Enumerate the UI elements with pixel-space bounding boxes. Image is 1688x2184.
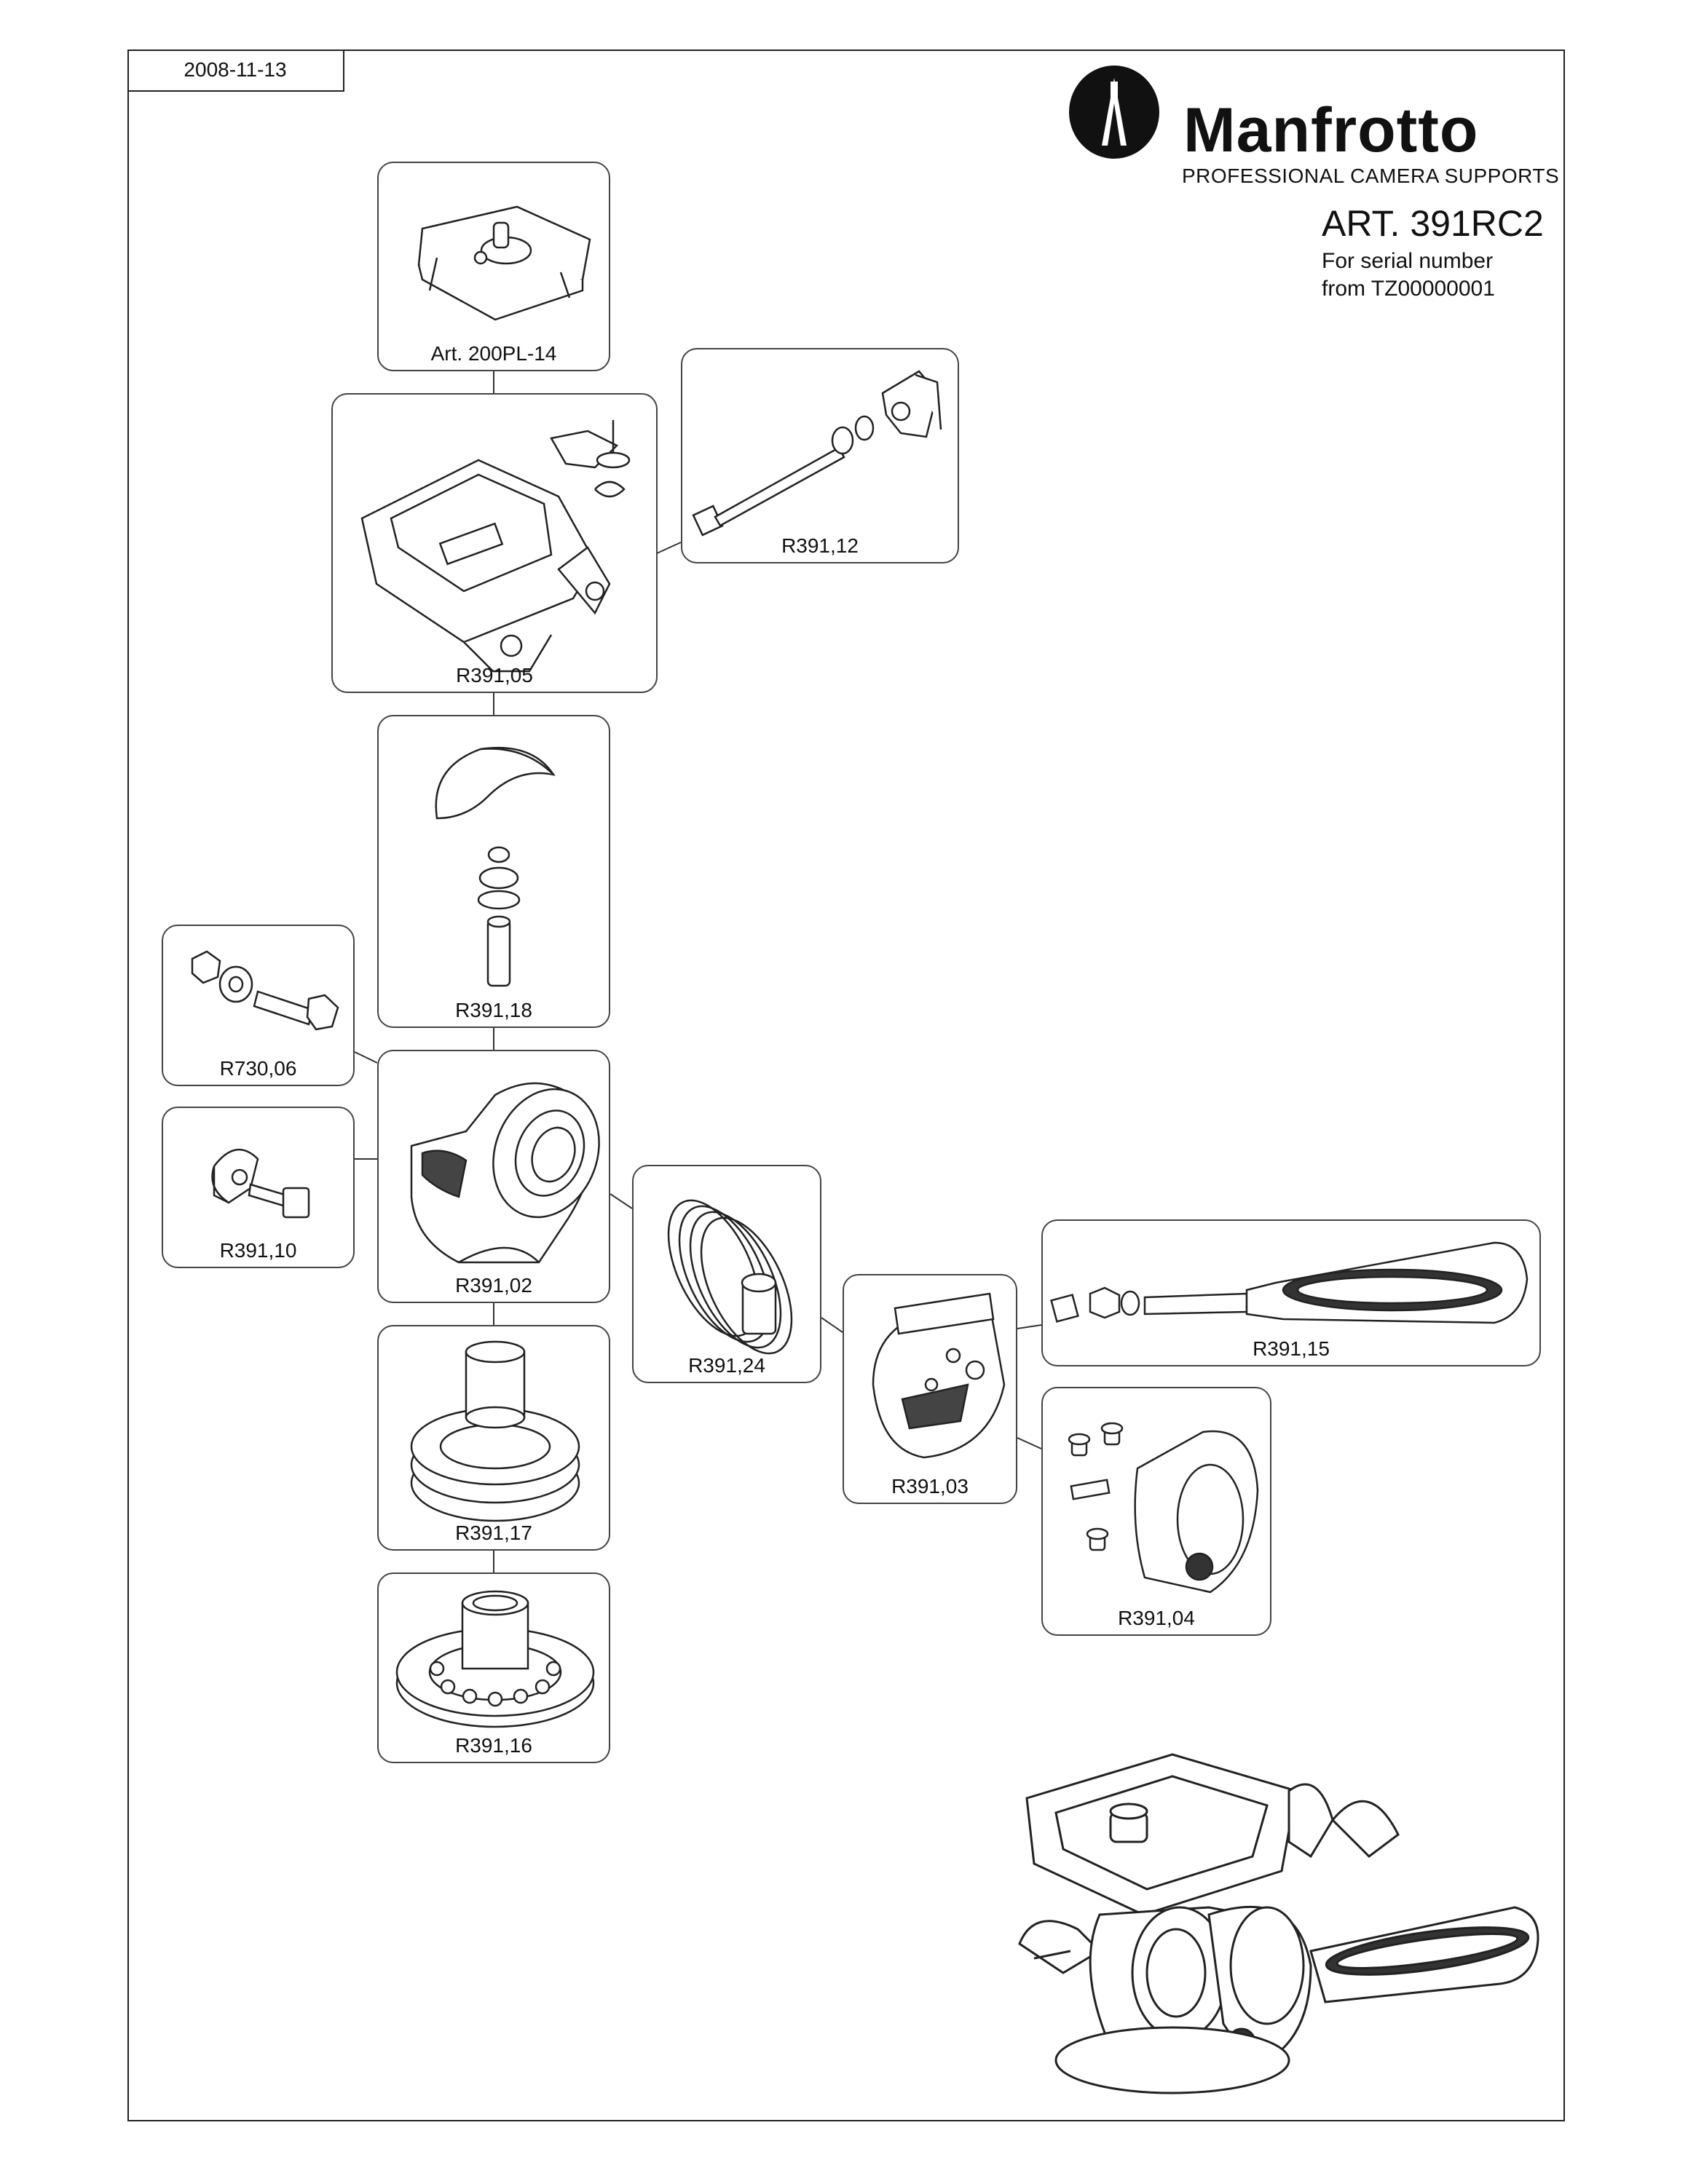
assembled-head-illustration <box>1018 1753 1539 2094</box>
quick-release-plate-drawing <box>417 205 591 321</box>
spring-rings-drawing <box>667 1199 793 1355</box>
manfrotto-logo <box>1069 66 1159 159</box>
serial-line-2: from TZ00000001 <box>1322 277 1495 301</box>
part-box-r39115[interactable]: R391,15 <box>1041 1219 1541 1366</box>
part-label-r39117: R391,17 <box>455 1522 532 1544</box>
tilt-mechanism-drawing <box>872 1292 1006 1459</box>
part-label-r39104: R391,04 <box>1118 1607 1195 1629</box>
part-box-r39118[interactable]: R391,18 <box>377 715 610 1028</box>
part-label-200pl14: Art. 200PL-14 <box>430 342 557 365</box>
part-box-r39124[interactable]: R391,24 <box>632 1165 821 1383</box>
part-box-r39110[interactable]: R391,10 <box>162 1107 355 1268</box>
part-label-r39116: R391,16 <box>455 1734 532 1757</box>
part-label-r39103: R391,03 <box>891 1475 969 1497</box>
date-stamp: 2008-11-13 <box>127 50 344 92</box>
part-box-r73006[interactable]: R730,06 <box>162 925 355 1086</box>
bolt-nut-washer-drawing <box>191 950 339 1031</box>
part-box-200pl14[interactable]: Art. 200PL-14 <box>377 162 610 371</box>
part-label-r39112: R391,12 <box>781 534 859 557</box>
long-bolt-assembly-drawing <box>692 370 942 537</box>
part-box-r39105[interactable]: R391,05 <box>331 393 658 693</box>
page-border <box>127 50 1565 2121</box>
part-box-r39112[interactable]: R391,12 <box>681 348 959 563</box>
part-box-r39116[interactable]: R391,16 <box>377 1572 610 1763</box>
brand-name: Manfrotto <box>1183 95 1479 165</box>
part-label-r39118: R391,18 <box>455 999 532 1021</box>
part-label-r39105: R391,05 <box>456 664 533 687</box>
part-box-r39103[interactable]: R391,03 <box>843 1274 1017 1504</box>
side-cover-screws-drawing <box>1068 1422 1259 1594</box>
part-box-r39117[interactable]: R391,17 <box>377 1325 610 1551</box>
part-label-r39110: R391,10 <box>219 1239 297 1262</box>
handle-lever-drawing <box>1050 1241 1529 1324</box>
part-label-r39102: R391,02 <box>455 1274 532 1297</box>
ring-stack-drawing <box>410 1340 580 1522</box>
part-label-r73006: R730,06 <box>219 1057 297 1080</box>
lever-clamp-drawing <box>211 1148 310 1219</box>
ball-bearing-base-drawing <box>395 1590 595 1728</box>
part-box-r39102[interactable]: R391,02 <box>377 1050 610 1303</box>
part-label-r39124: R391,24 <box>688 1354 765 1377</box>
serial-line-1: For serial number <box>1322 249 1494 273</box>
brand-tagline: PROFESSIONAL CAMERA SUPPORTS <box>1182 165 1560 187</box>
head-top-plate-drawing <box>360 420 631 673</box>
part-label-r39115: R391,15 <box>1253 1337 1330 1360</box>
cover-screw-set-drawing <box>435 746 556 987</box>
part-box-r39104[interactable]: R391,04 <box>1041 1387 1271 1636</box>
article-number: ART. 391RC2 <box>1322 203 1544 244</box>
serial-note: For serial number from TZ00000001 <box>1322 248 1495 303</box>
body-casting-drawing <box>410 1082 600 1264</box>
